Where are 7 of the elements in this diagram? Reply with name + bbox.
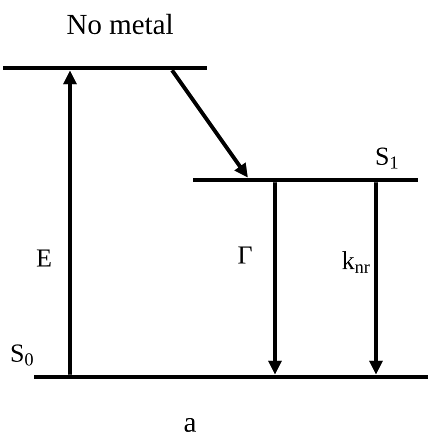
edge-label: Γ [238,246,252,264]
caption: a [184,418,196,432]
edge-label: k$_{nr}$ [342,251,370,273]
edge-label: E [36,249,51,266]
level-label: S$_{1}$ [376,148,398,168]
level-label: S$_{0}$ [12,344,33,366]
level-label: No metal [67,14,173,34]
